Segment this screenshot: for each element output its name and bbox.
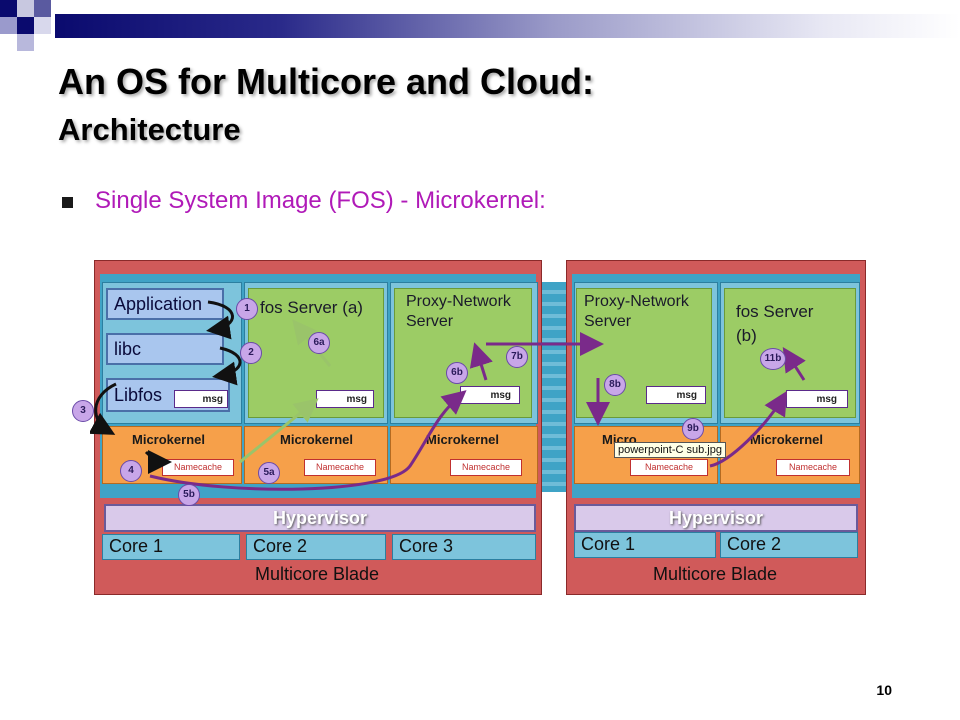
header-square-dark2 [17, 17, 34, 34]
header-square-light3 [34, 17, 51, 34]
step-3-badge: 3 [72, 400, 94, 422]
fos-server-a-label: fos Server (a) [260, 298, 363, 317]
namecache-2-1: Namecache [630, 459, 708, 476]
header-square-light4 [17, 34, 34, 51]
proxy-network-server-1-label-line2: Server [406, 313, 454, 330]
microkernel-1-1-label: Microkernel [132, 432, 205, 447]
arrow-step-9b [709, 390, 788, 468]
step-2-badge: 2 [240, 342, 262, 364]
arrow-step-1 [206, 300, 234, 340]
namecache-1-2: Namecache [304, 459, 376, 476]
step-5b-badge: 5b [178, 484, 200, 506]
flow-arrows [90, 300, 806, 491]
core-1-3: Core 3 [392, 534, 536, 560]
libc-label: libc [114, 339, 142, 359]
msg-label: msg [816, 394, 837, 405]
page-number: 10 [876, 682, 892, 698]
step-9b-badge: 9b [682, 418, 704, 440]
network-connector [538, 282, 568, 492]
msg-box-proxy-1: msg [460, 386, 520, 404]
header-square-light [17, 0, 34, 17]
fos-server-b-label-line1: fos Server [736, 302, 814, 321]
step-1-badge: 1 [236, 298, 258, 320]
header-square-light2 [0, 17, 17, 34]
arrow-step-5b [149, 390, 467, 491]
image-tooltip: powerpoint-C sub.jpg [614, 442, 726, 458]
step-4-badge: 4 [120, 460, 142, 482]
slide-title: An OS for Multicore and Cloud: [58, 61, 594, 102]
architecture-diagram: Application libc Libfos msg fos Server (… [72, 256, 870, 596]
arrow-step-5a [239, 398, 319, 464]
microkernel-1-3-label: Microkernel [426, 432, 499, 447]
bullet-icon [62, 197, 73, 208]
proxy-network-server-1-label-line1: Proxy-Network [406, 293, 511, 310]
application-box: Application [106, 288, 224, 320]
namecache-1-1: Namecache [162, 459, 234, 476]
application-label: Application [114, 294, 203, 314]
multicore-blade-1-label: Multicore Blade [254, 564, 380, 584]
arrow-step-2 [212, 346, 242, 386]
msg-box-libfos: msg [174, 390, 228, 408]
msg-label: msg [346, 394, 367, 405]
header-square-dark [0, 0, 17, 17]
step-8b-badge: 8b [604, 374, 626, 396]
microkernel-1-2-label: Microkernel [280, 432, 353, 447]
msg-box-proxy-2: msg [646, 386, 706, 404]
core-2-1: Core 1 [574, 532, 716, 558]
header-gradient-bar [55, 14, 960, 38]
arrow-step-11b [782, 346, 806, 381]
step-6b-badge: 6b [446, 362, 468, 384]
namecache-1-3: Namecache [450, 459, 522, 476]
microkernel-2-2-label: Microkernel [750, 432, 823, 447]
arrow-step-4 [144, 450, 172, 475]
core-1-1: Core 1 [102, 534, 240, 560]
libfos-label: Libfos [114, 385, 163, 405]
arrow-step-6b [469, 342, 493, 381]
multicore-blade-2-label: Multicore Blade [652, 564, 778, 584]
libc-box: libc [106, 333, 224, 365]
fos-server-b-label-line2: (b) [736, 326, 757, 345]
msg-label: msg [490, 390, 511, 401]
core-1-2: Core 2 [246, 534, 386, 560]
proxy-network-server-2-label-line2: Server [584, 313, 632, 330]
hypervisor-2: Hypervisor [574, 504, 858, 532]
step-6a-badge: 6a [308, 332, 330, 354]
msg-label: msg [202, 394, 223, 405]
step-7b-badge: 7b [506, 346, 528, 368]
proxy-network-server-2-label-line1: Proxy-Network [584, 293, 689, 310]
slide-subtitle: Architecture [58, 112, 241, 147]
header-square-mid [34, 0, 51, 17]
bullet-text: Single System Image (FOS) - Microkernel: [95, 187, 546, 214]
namecache-2-2: Namecache [776, 459, 850, 476]
step-5a-badge: 5a [258, 462, 280, 484]
step-11b-badge: 11b [760, 348, 786, 370]
arrow-step-3 [90, 382, 117, 435]
msg-label: msg [676, 390, 697, 401]
core-2-2: Core 2 [720, 532, 858, 558]
hypervisor-1: Hypervisor [104, 504, 536, 532]
